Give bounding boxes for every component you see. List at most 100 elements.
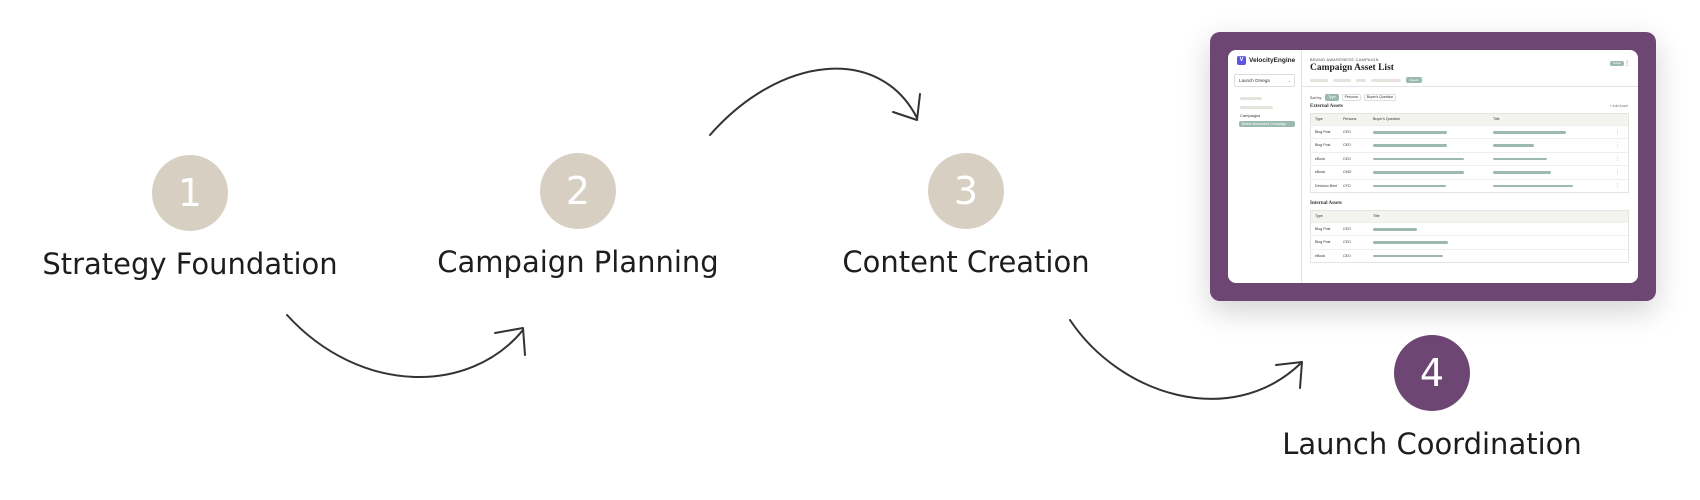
tab-placeholder[interactable] xyxy=(1310,78,1328,82)
title-placeholder-bar xyxy=(1493,171,1551,174)
tab-placeholder[interactable] xyxy=(1333,78,1351,82)
filter-label: Sort by: xyxy=(1310,95,1323,100)
asset-type: Blog Post xyxy=(1315,227,1331,231)
table-header-row: Type Persona Buyer's Question Title xyxy=(1311,114,1628,126)
status-badge: Active xyxy=(1610,61,1624,66)
step-campaign-planning: 2 Campaign Planning xyxy=(418,153,738,279)
asset-persona: CEO xyxy=(1343,143,1351,148)
step-strategy-foundation: 1 Strategy Foundation xyxy=(30,155,350,281)
app-window: V VelocityEngine Launch Omega ⌄ Campaign… xyxy=(1228,50,1638,283)
step-label: Strategy Foundation xyxy=(42,247,338,281)
title-placeholder-bar xyxy=(1493,131,1566,134)
asset-persona: CEO xyxy=(1343,227,1351,231)
buyers-question-placeholder-bar xyxy=(1373,144,1448,147)
brand: V VelocityEngine xyxy=(1228,50,1301,65)
main-content: BRAND AWARENESS CAMPAIGN Campaign Asset … xyxy=(1301,50,1638,283)
step-label: Content Creation xyxy=(842,245,1090,279)
buyers-question-placeholder-bar xyxy=(1373,131,1448,134)
table-row[interactable]: Blog Post CEO xyxy=(1311,236,1628,250)
sidebar-item-active[interactable]: Brand Awareness Campaign xyxy=(1239,121,1295,127)
sidebar-item-campaigns[interactable]: Campaigns xyxy=(1240,113,1261,118)
buyers-question-placeholder-bar xyxy=(1373,171,1465,174)
chevron-down-icon: ⌄ xyxy=(1287,78,1291,83)
asset-persona: CMO xyxy=(1343,170,1352,175)
tab-assets[interactable]: Assets xyxy=(1406,77,1422,83)
campaign-select-value: Launch Omega xyxy=(1239,78,1270,83)
asset-type: Blog Post xyxy=(1315,240,1331,245)
title-placeholder-bar xyxy=(1493,144,1535,147)
asset-persona: CEO xyxy=(1343,253,1351,258)
sidebar-placeholder xyxy=(1240,97,1262,100)
arrow-2-to-3-head xyxy=(892,93,921,121)
asset-type: eBook xyxy=(1315,170,1326,175)
table-row[interactable]: Blog Post CEO xyxy=(1311,223,1628,237)
column-header: Title xyxy=(1373,214,1380,218)
more-options-icon[interactable]: ⋮ xyxy=(1624,61,1630,67)
arrow-3-to-4-head xyxy=(1275,361,1303,389)
step-number-badge: 2 xyxy=(540,153,616,229)
filter-chip-persona[interactable]: Persona xyxy=(1341,94,1361,101)
app-screenshot-frame: V VelocityEngine Launch Omega ⌄ Campaign… xyxy=(1210,32,1656,301)
table-row[interactable]: eBook CEO ⋮ xyxy=(1311,153,1628,167)
tab-bar: Assets xyxy=(1310,77,1422,83)
row-options-icon[interactable]: ⋮ xyxy=(1615,182,1620,189)
table-row[interactable]: Blog Post CEO ⋮ xyxy=(1311,139,1628,153)
campaign-select[interactable]: Launch Omega ⌄ xyxy=(1234,74,1295,87)
asset-type: eBook xyxy=(1315,253,1326,258)
tab-placeholder[interactable] xyxy=(1356,78,1366,82)
internal-assets-title: Internal Assets xyxy=(1310,201,1342,206)
arrow-3-to-4 xyxy=(1069,319,1301,400)
divider xyxy=(1301,86,1638,87)
step-label: Launch Coordination xyxy=(1282,427,1582,461)
arrow-2-to-3 xyxy=(709,67,918,136)
sidebar: V VelocityEngine Launch Omega ⌄ Campaign… xyxy=(1228,50,1302,283)
arrow-1-to-2 xyxy=(286,314,524,378)
column-header: Buyer's Question xyxy=(1373,117,1401,121)
table-row[interactable]: eBook CEO xyxy=(1311,250,1628,262)
sidebar-placeholder xyxy=(1240,106,1273,109)
row-options-icon[interactable]: ⋮ xyxy=(1615,155,1620,162)
buyers-question-placeholder-bar xyxy=(1373,157,1465,161)
asset-persona: CFO xyxy=(1343,183,1351,188)
asset-type: Blog Post xyxy=(1315,143,1331,148)
table-row[interactable]: Blog Post CEO ⋮ xyxy=(1311,126,1628,140)
asset-persona: CEO xyxy=(1343,156,1351,161)
title-placeholder-bar xyxy=(1493,184,1573,188)
filter-chip-type[interactable]: Type xyxy=(1325,94,1339,101)
brand-logo-icon: V xyxy=(1237,56,1246,65)
step-number-badge: 3 xyxy=(928,153,1004,229)
step-number-badge: 1 xyxy=(152,155,228,231)
column-header: Type xyxy=(1315,117,1323,121)
column-header: Title xyxy=(1493,117,1500,121)
brand-name: VelocityEngine xyxy=(1249,57,1296,64)
table-row[interactable]: Decision Brief CFO ⋮ xyxy=(1311,180,1628,192)
title-placeholder-bar xyxy=(1373,254,1444,258)
step-launch-coordination: 4 Launch Coordination xyxy=(1272,335,1592,461)
external-assets-title: External Assets xyxy=(1310,104,1343,109)
step-number-badge: 4 xyxy=(1394,335,1470,411)
title-placeholder-bar xyxy=(1373,228,1417,231)
step-content-creation: 3 Content Creation xyxy=(806,153,1126,279)
buyers-question-placeholder-bar xyxy=(1373,184,1447,188)
filter-chip-buyers-question[interactable]: Buyer's Question xyxy=(1363,94,1397,101)
step-label: Campaign Planning xyxy=(437,245,719,279)
row-options-icon[interactable]: ⋮ xyxy=(1615,129,1620,135)
filter-bar: Sort by: Type Persona Buyer's Question xyxy=(1310,94,1397,101)
asset-persona: CEO xyxy=(1343,130,1351,134)
asset-persona: CEO xyxy=(1343,240,1351,245)
title-placeholder-bar xyxy=(1493,157,1547,161)
table-header-row: Type Title xyxy=(1311,211,1628,223)
row-options-icon[interactable]: ⋮ xyxy=(1615,142,1620,149)
page-title: Campaign Asset List xyxy=(1310,63,1394,73)
title-placeholder-bar xyxy=(1373,241,1448,244)
external-assets-table: Type Persona Buyer's Question Title Blog… xyxy=(1310,113,1629,193)
tab-placeholder[interactable] xyxy=(1371,78,1401,82)
table-row[interactable]: eBook CMO ⋮ xyxy=(1311,166,1628,180)
asset-type: Decision Brief xyxy=(1315,183,1338,188)
row-options-icon[interactable]: ⋮ xyxy=(1615,169,1620,176)
asset-type: eBook xyxy=(1315,156,1326,161)
add-asset-button[interactable]: + Add Asset xyxy=(1609,104,1628,108)
asset-type: Blog Post xyxy=(1315,130,1331,134)
